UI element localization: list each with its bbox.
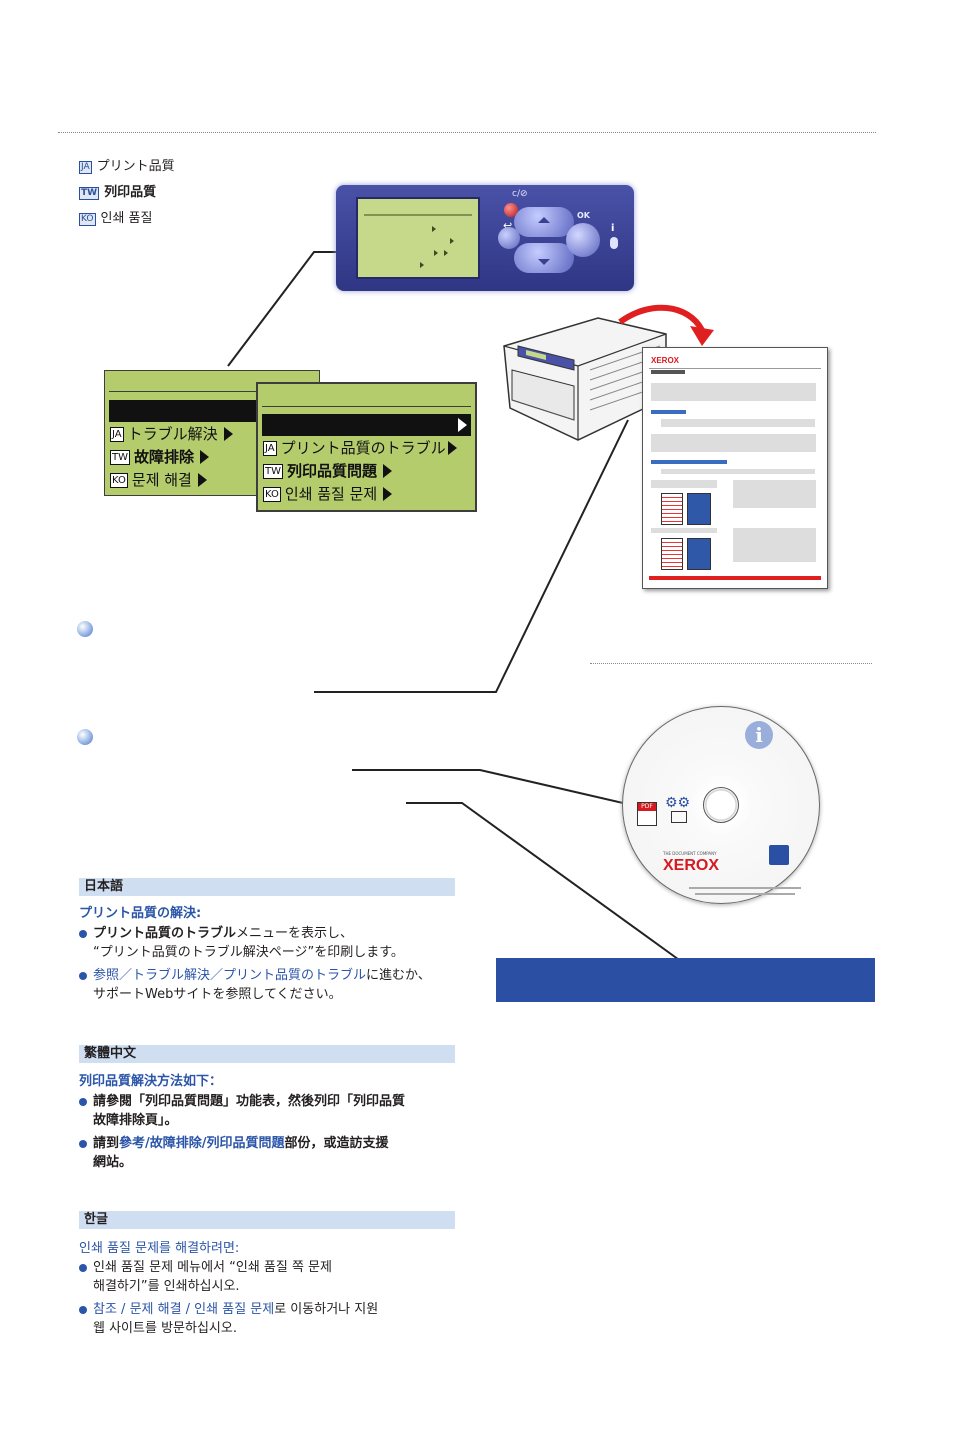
software-cd: i PDF ⚙⚙ THE DOCUMENT COMPANY XEROX (622, 706, 820, 904)
list-item: プリント品質のトラブルメニューを表示し、“プリント品質のトラブル解決ページ”を印… (79, 924, 469, 962)
ok-button[interactable] (566, 223, 600, 257)
video-icon: ⚙⚙ (665, 795, 691, 811)
cd-hub (703, 787, 739, 823)
page-block (651, 480, 717, 488)
top-dotted-rule (58, 132, 876, 133)
page-block (651, 434, 816, 452)
page-block (661, 469, 815, 474)
blue-info-bar (496, 958, 875, 1002)
page-bar (651, 370, 685, 374)
list-item: 請參閱「列印品質問題」功能表，然後列印「列印品質故障排除頁」。 (79, 1092, 469, 1130)
lcd-menu-highlight[interactable] (262, 414, 471, 436)
cancel-button[interactable] (504, 203, 518, 217)
reference-link[interactable]: 참조 / 문제 해결 / 인쇄 품질 문제 (93, 1302, 275, 1317)
page-thumb (661, 538, 683, 570)
ja-tag: JA (79, 161, 92, 174)
bullet-icon (79, 1098, 87, 1106)
lcd-menu-rule (109, 391, 315, 392)
cancel-icon: c/⊘ (512, 189, 528, 199)
bullet-icon (79, 930, 87, 938)
language-list: JA プリント品質 TW 列印品質 KO 인쇄 품질 (79, 154, 175, 232)
back-arrow-icon: ↩ (503, 219, 513, 232)
cd-text-line (695, 893, 795, 895)
page-thumb (661, 493, 683, 525)
page-brand-logo: XEROX (651, 356, 680, 365)
ko-label: 인쇄 품질 (100, 211, 153, 226)
down-button[interactable] (514, 243, 574, 273)
bullet-icon (79, 972, 87, 980)
panel-display (356, 197, 480, 279)
lcd-menu-rule (262, 406, 471, 407)
print-quality-page: XEROX (642, 347, 828, 589)
tw-label: 列印品質 (104, 185, 157, 200)
chevron-icons (538, 217, 550, 265)
list-item: 参照／トラブル解決／プリント品質のトラブルに進むか、サポートWebサイトを参照し… (79, 966, 469, 1004)
section-subheading-tw: 列印品質解決方法如下： (79, 1074, 223, 1089)
page-thumb (687, 538, 711, 570)
cd-badge-icon (769, 845, 789, 865)
language-ko: KO 인쇄 품질 (79, 206, 175, 232)
bullet-icon (79, 1264, 87, 1272)
section-heading-ja: 日本語 (79, 878, 455, 896)
printer-illustration (503, 317, 667, 441)
right-arrow-icon (383, 487, 393, 501)
reference-link[interactable]: 參考/故障排除/列印品質問題 (119, 1136, 285, 1151)
right-arrow-icon (200, 450, 210, 464)
right-arrow-icon (197, 473, 207, 487)
page-block (733, 528, 816, 562)
page-blue-bar (651, 460, 727, 464)
cd-tagline: THE DOCUMENT COMPANY (663, 851, 717, 856)
section-heading-ko: 한글 (79, 1211, 455, 1229)
step-bullet-1 (77, 621, 93, 637)
right-arrow-icon (447, 441, 457, 455)
ko-tag: KO (79, 213, 96, 226)
bullet-icon (79, 1140, 87, 1148)
right-arrow-icon (458, 418, 467, 432)
page-blue-bar (651, 410, 686, 414)
page-block (733, 480, 816, 508)
page-rule (649, 368, 821, 369)
info-button[interactable] (610, 237, 618, 249)
printer-control-panel: c/⊘ ↩ OK i (336, 185, 634, 291)
ok-label: OK (577, 211, 590, 220)
bullet-icon (79, 1306, 87, 1314)
reference-link[interactable]: 参照／トラブル解決／プリント品質のトラブル (93, 968, 367, 983)
page-red-bar (649, 576, 821, 580)
step-bullet-2 (77, 729, 93, 745)
section-heading-tw: 繁體中文 (79, 1045, 455, 1063)
page-thumb (687, 493, 711, 525)
language-tw: TW 列印品質 (79, 180, 175, 206)
section-subheading-ko: 인쇄 품질 문제를 해결하려면: (79, 1241, 240, 1256)
ja-label: プリント品質 (96, 159, 175, 174)
page-block (661, 419, 815, 427)
page-block (651, 528, 717, 533)
right-arrow-icon (383, 464, 393, 478)
monitor-icon (671, 811, 687, 823)
tw-tag: TW (79, 187, 100, 200)
pdf-icon: PDF (637, 802, 657, 826)
back-button[interactable] (498, 227, 520, 249)
list-item: 請到參考/故障排除/列印品質問題部份，或造訪支援網站。 (79, 1134, 469, 1172)
right-arrow-icon (223, 427, 233, 441)
info-icon: i (611, 223, 615, 234)
output-arrow-icon (618, 304, 714, 346)
section-subheading-ja: プリント品質の解決: (79, 906, 202, 921)
info-icon: i (745, 721, 773, 749)
page-block (651, 383, 816, 401)
right-dotted-rule (590, 663, 872, 664)
cd-text-line (689, 887, 801, 889)
cd-brand-logo: XEROX (663, 857, 720, 874)
language-ja: JA プリント品質 (79, 154, 175, 180)
